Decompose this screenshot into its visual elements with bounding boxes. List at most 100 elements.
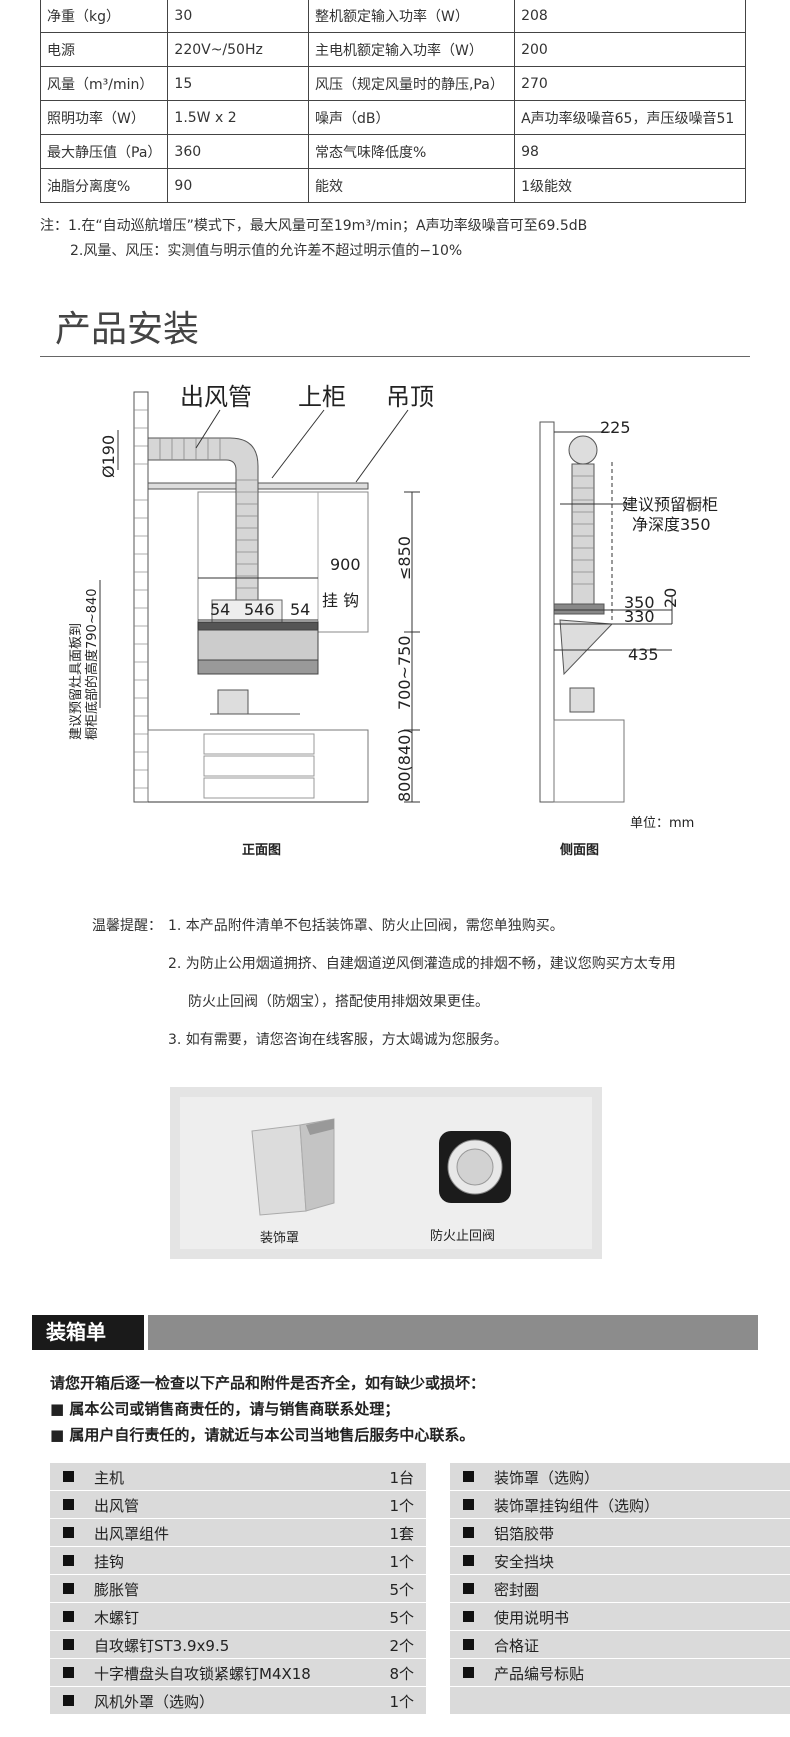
spec-value: 1级能效 — [514, 168, 746, 203]
packing-item: 装饰罩（选购）1个 — [450, 1463, 790, 1490]
side-caption: 侧面图 — [560, 842, 599, 858]
hood-body — [197, 629, 319, 661]
note-line-2: 2.风量、风压：实测值与明示值的允许差不超过明示值的−10% — [70, 243, 463, 259]
label-hook: 挂 钩 — [322, 591, 359, 610]
packing-item-name: 膨胀管 — [94, 1581, 140, 1599]
spec-label: 最大静压值（Pa） — [39, 134, 169, 169]
packing-item-name: 使用说明书 — [494, 1609, 570, 1627]
spec-value: 208 — [514, 0, 746, 33]
spec-value: 220V~/50Hz — [167, 32, 309, 67]
spec-label: 整机额定输入功率（W） — [307, 0, 516, 33]
side-note-1: 建议预留灶具面板到 — [69, 623, 84, 740]
spec-value: 360 — [167, 134, 309, 169]
dim-54-left: 54 — [210, 600, 230, 619]
packing-item-name: 装饰罩（选购） — [494, 1469, 600, 1487]
packing-item-qty: 1套 — [389, 1525, 414, 1543]
bullet-square-icon — [463, 1611, 474, 1622]
spec-label: 噪声（dB） — [307, 100, 516, 135]
spec-label: 净重（kg） — [39, 0, 169, 33]
bullet-square-icon — [463, 1667, 474, 1678]
packing-item: 铝箔胶带1条 — [450, 1519, 790, 1546]
tips-label: 温馨提醒： — [92, 918, 162, 934]
packing-item-qty: 2个 — [389, 1637, 414, 1655]
section-title-install: 产品安装 — [55, 309, 200, 350]
bullet-square-icon — [63, 1667, 74, 1678]
side-note-2: 橱柜底部的高度790~840 — [84, 588, 100, 740]
packing-item-name: 自攻螺钉ST3.9x9.5 — [94, 1637, 230, 1655]
dim-350: 350 — [624, 593, 655, 612]
spec-value: 1.5W x 2 — [167, 100, 309, 135]
bullet-square-icon — [63, 1695, 74, 1706]
section-divider — [40, 356, 750, 357]
bullet-square-icon — [63, 1527, 74, 1538]
packing-item: 合格证1张 — [450, 1631, 790, 1658]
side-wall — [539, 421, 555, 803]
dim-225: 225 — [600, 418, 631, 437]
packing-item-name: 十字槽盘头自攻锁紧螺钉M4X18 — [94, 1665, 311, 1683]
pot — [217, 689, 249, 715]
packing-item: 出风罩组件 1套 — [50, 1519, 426, 1546]
packing-item-name: 装饰罩挂钩组件（选购） — [494, 1497, 660, 1515]
bullet-square-icon — [63, 1583, 74, 1594]
spec-value: 15 — [167, 66, 309, 101]
dim-700-750: 700~750 — [395, 636, 414, 710]
bullet-square-icon — [463, 1639, 474, 1650]
spec-label: 主电机额定输入功率（W） — [307, 32, 516, 67]
packing-item-name: 产品编号标贴 — [494, 1665, 585, 1683]
spec-value: 90 — [167, 168, 309, 203]
spec-value: 30 — [167, 0, 309, 33]
packing-item-qty: 5个 — [389, 1609, 414, 1627]
packing-item-name: 主机 — [94, 1469, 125, 1487]
packing-item-name: 风机外罩（选购） — [94, 1693, 215, 1711]
hood-top — [197, 621, 319, 631]
tip-1: 1. 本产品附件清单不包括装饰罩、防火止回阀，需您单独购买。 — [168, 918, 564, 934]
side-hood — [559, 619, 614, 676]
dim-diameter: Ø190 — [99, 435, 118, 478]
spec-label: 油脂分离度% — [39, 168, 169, 203]
accessories-panel: 装饰罩 防火止回阀 — [170, 1087, 602, 1259]
packing-item: 装饰罩挂钩组件（选购）1个 — [450, 1491, 790, 1518]
side-pot — [569, 687, 595, 713]
packing-list-right: 装饰罩（选购）1个装饰罩挂钩组件（选购）1个铝箔胶带1条安全挡块1个密封圈1个使… — [450, 1463, 790, 1715]
packing-item: 使用说明书1份 — [450, 1603, 790, 1630]
spec-value: 98 — [514, 134, 746, 169]
spec-notes: 注：1.在“自动巡航增压”模式下，最大风量可至19m³/min；A声功率级噪音可… — [40, 214, 587, 264]
spec-label: 风量（m³/min） — [39, 66, 169, 101]
fire-check-valve-image — [439, 1131, 511, 1203]
bullet-square-icon — [463, 1499, 474, 1510]
packing-item-qty: 1个 — [389, 1553, 414, 1571]
bullet-square-icon — [463, 1471, 474, 1482]
side-duct-top — [568, 435, 598, 465]
dim-900: 900 — [330, 555, 361, 574]
accessory-label-valve: 防火止回阀 — [430, 1229, 496, 1244]
packing-item-name: 安全挡块 — [494, 1553, 555, 1571]
dim-54-right: 54 — [290, 600, 310, 619]
packing-item-qty: 1个 — [389, 1497, 414, 1515]
packing-item-qty: 5个 — [389, 1581, 414, 1599]
side-cabinet — [553, 719, 625, 803]
packing-item: 十字槽盘头自攻锁紧螺钉M4X18 8个 — [50, 1659, 426, 1686]
packing-item: 密封圈1个 — [450, 1575, 790, 1602]
packing-item: 安全挡块1个 — [450, 1547, 790, 1574]
tip-2a: 2. 为防止公用烟道拥挤、自建烟道逆风倒灌造成的排烟不畅，建议您购买方太专用 — [168, 956, 676, 972]
bullet-square-icon — [63, 1639, 74, 1650]
spec-label: 照明功率（W） — [39, 100, 169, 135]
packing-intro-1: 请您开箱后逐一检查以下产品和附件是否齐全，如有缺少或损坏： — [50, 1374, 486, 1392]
bullet-square-icon — [63, 1611, 74, 1622]
packing-intro-3: ■ 属用户自行责任的，请就近与本公司当地售后服务中心联系。 — [50, 1426, 475, 1444]
dim-435: 435 — [628, 645, 659, 664]
packing-item-qty: 1个 — [389, 1693, 414, 1711]
packing-item-name: 出风罩组件 — [94, 1525, 170, 1543]
packing-item: 风机外罩（选购） 1个 — [50, 1687, 426, 1714]
packing-item-qty: 8个 — [389, 1665, 414, 1683]
